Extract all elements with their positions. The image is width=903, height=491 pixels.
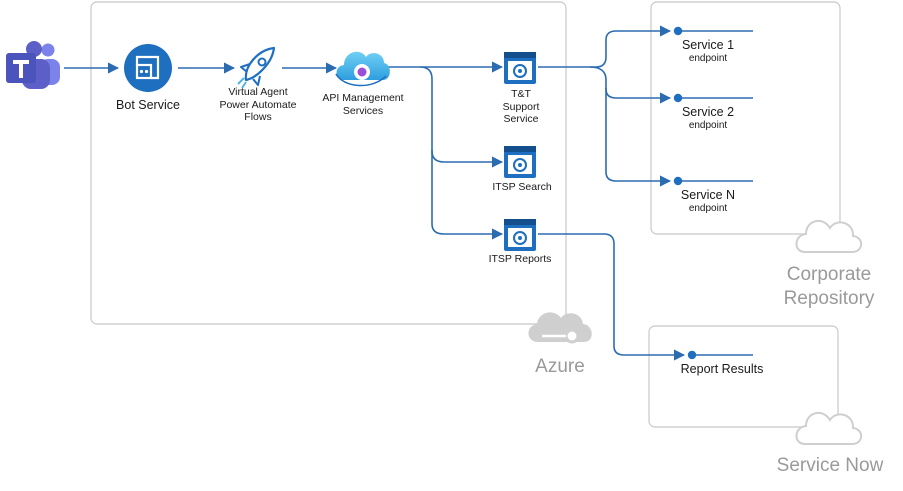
itsp-search-label: ITSP Search [492,181,552,193]
tt-support-line-2: Support [502,100,540,113]
service-now-label: Service Now [776,455,884,476]
tt-support-label: T&T Support Service [486,88,556,126]
corporate-line-2: Repository [783,287,875,309]
service2-endpoint-dot [673,93,683,103]
itsp-reports-label: ITSP Reports [488,253,552,265]
virtual-agent-line-1: Virtual Agent [228,86,288,98]
serviceN-sub: endpoint [688,203,728,214]
corporate-line-1: Corporate [786,264,872,285]
service1-label: Service 1 endpoint [668,38,748,65]
service1-name: Service 1 [681,38,735,52]
serviceN-name: Service N [680,188,736,202]
service2-label: Service 2 endpoint [668,105,748,132]
virtual-agent-rocket-icon [237,46,276,89]
bot-service-icon [124,44,172,92]
service2-sub: endpoint [688,120,728,131]
tt-to-serviceN-connector [605,88,672,187]
api-management-line-2: Services [342,104,384,117]
reports-to-results-connector [538,233,686,361]
itsp-reports-icon [504,219,536,251]
report-results-label: Report Results [680,362,764,376]
serviceN-label: Service N endpoint [668,188,748,215]
tt-support-line-1: T&T [511,88,531,100]
corporate-cloud-icon [795,219,863,253]
corporate-repository-label: Corporate Repository [764,263,894,311]
itsp-search-icon [504,146,536,178]
service2-name: Service 2 [681,105,735,119]
azure-container-label: Azure [535,356,585,377]
connectors [64,25,686,361]
tt-support-service-icon [504,52,536,84]
virtual-agent-line-3: Flows [244,111,272,124]
apim-to-reports-connector [431,150,504,240]
report-results-endpoint-dot [687,350,697,360]
serviceN-endpoint-dot [673,176,683,186]
service-now-container [648,325,839,428]
azure-cloud-icon [528,312,592,344]
corporate-repository-container [650,1,841,235]
teams-icon [6,41,60,89]
virtual-agent-label: Virtual Agent Power Automate Flows [208,86,308,124]
endpoint-markers [673,26,753,360]
api-management-cloud-icon [335,51,390,87]
azure-container [90,1,567,325]
tt-support-line-3: Service [503,113,539,126]
bot-service-label: Bot Service [116,98,180,112]
service1-endpoint-dot [673,26,683,36]
servicenow-cloud-icon [795,411,863,445]
service1-sub: endpoint [688,53,728,64]
api-management-label: API Management Services [312,92,414,117]
virtual-agent-line-2: Power Automate [219,98,297,111]
tt-to-service2-connector [589,66,672,104]
api-management-line-1: API Management [322,92,404,104]
tt-to-service1-connector [538,25,672,68]
